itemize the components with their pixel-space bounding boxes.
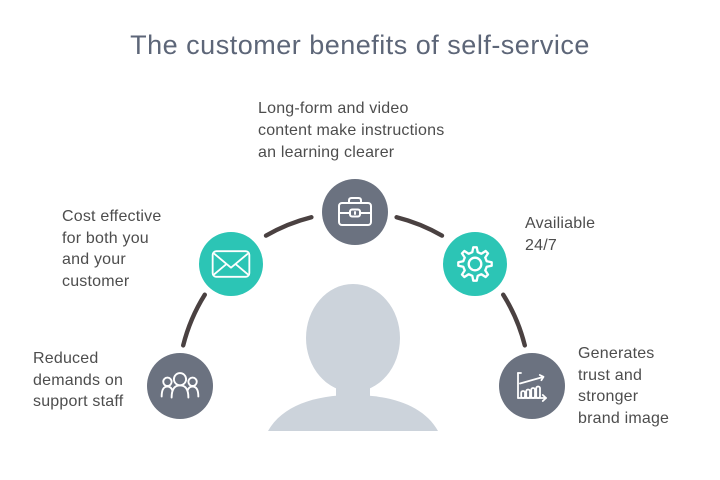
benefit-circle-long-form-content: [322, 179, 388, 245]
benefit-circle-available-24-7: [443, 232, 507, 296]
benefit-label-cost-effective: Cost effective for both you and your cus…: [62, 208, 162, 290]
benefit-circle-cost-effective: [199, 232, 263, 296]
benefit-label-brand-trust: Generates trust and stronger brand image: [578, 345, 670, 427]
connector-arc: [181, 292, 207, 348]
connector-arcs: [181, 215, 527, 348]
envelope-icon: [211, 250, 251, 278]
person-silhouette: [268, 284, 438, 431]
page-title: The customer benefits of self-service: [130, 30, 590, 60]
chart-icon: [517, 372, 547, 402]
people-icon: [160, 372, 200, 399]
gear-icon: [457, 246, 493, 282]
benefit-circle-brand-trust: [499, 353, 565, 419]
briefcase-icon: [338, 197, 372, 226]
benefit-circle-reduced-demands: [147, 353, 213, 419]
benefit-label-long-form-content: Long-form and video content make instruc…: [258, 100, 445, 161]
connector-arc: [394, 215, 445, 238]
benefit-label-reduced-demands: Reduced demands on support staff: [33, 350, 124, 410]
connector-arc: [263, 215, 314, 238]
benefit-label-available-24-7: Availiable 24/7: [525, 215, 596, 254]
connector-arc: [501, 292, 527, 348]
